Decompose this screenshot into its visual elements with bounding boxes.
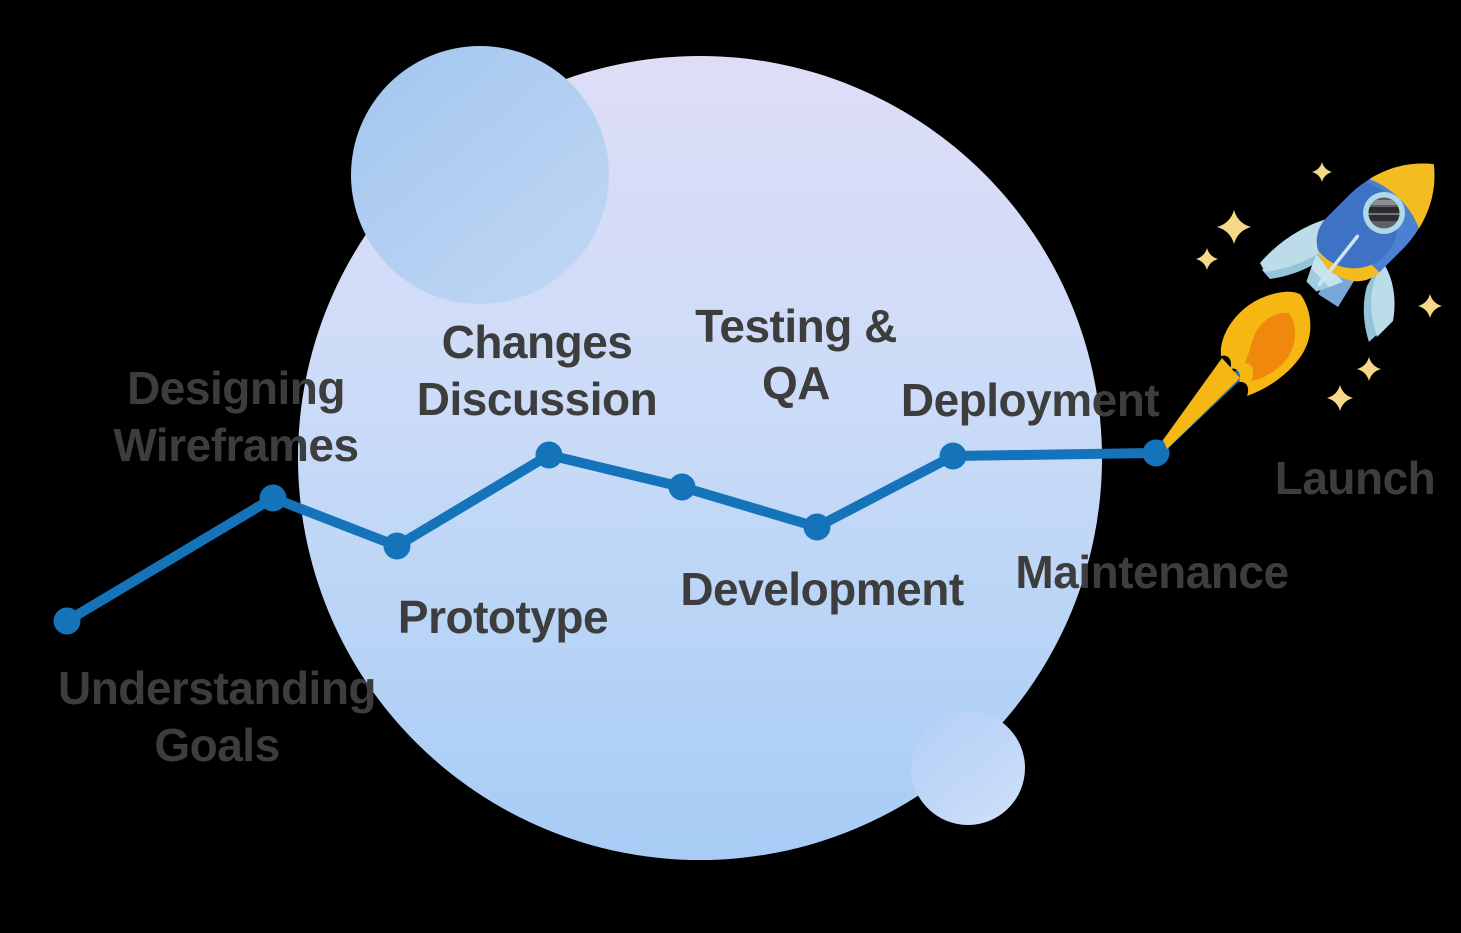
timeline-dot-designing-wireframes bbox=[259, 484, 287, 512]
rocket-right-fin bbox=[1371, 261, 1395, 337]
timeline-dot-maintenance bbox=[1142, 439, 1170, 467]
rocket-streak bbox=[1317, 234, 1360, 287]
sparkle-icon bbox=[1217, 210, 1251, 244]
timeline-line bbox=[62, 345, 1270, 626]
rocket-nozzle bbox=[1310, 254, 1344, 288]
rocket-left-fin bbox=[1260, 217, 1334, 272]
sparkle-icon bbox=[1312, 162, 1332, 182]
sparkle-icon bbox=[1418, 294, 1442, 318]
timeline-dot-understanding-goals bbox=[53, 607, 81, 635]
sparkles bbox=[1196, 162, 1442, 411]
rocket-nose-cone bbox=[1369, 163, 1435, 229]
timeline-dots bbox=[53, 439, 1170, 635]
sparkle-icon bbox=[1357, 357, 1381, 381]
timeline-dot-changes-discussion bbox=[535, 441, 563, 469]
timeline-dot-testing-qa bbox=[668, 473, 696, 501]
rocket-nozzle-band bbox=[1306, 268, 1330, 292]
background-circle-bottom-right bbox=[911, 711, 1025, 825]
timeline-dot-prototype bbox=[383, 532, 411, 560]
timeline-dot-deployment bbox=[939, 442, 967, 470]
timeline-path bbox=[62, 345, 1270, 626]
sparkle-icon bbox=[1327, 385, 1353, 411]
background-circle-top-left bbox=[351, 46, 609, 304]
rocket-flame-icon bbox=[1163, 291, 1311, 449]
sparkle-icon bbox=[1196, 248, 1218, 270]
rocket-window bbox=[1363, 192, 1405, 234]
timeline-dot-development bbox=[803, 513, 831, 541]
